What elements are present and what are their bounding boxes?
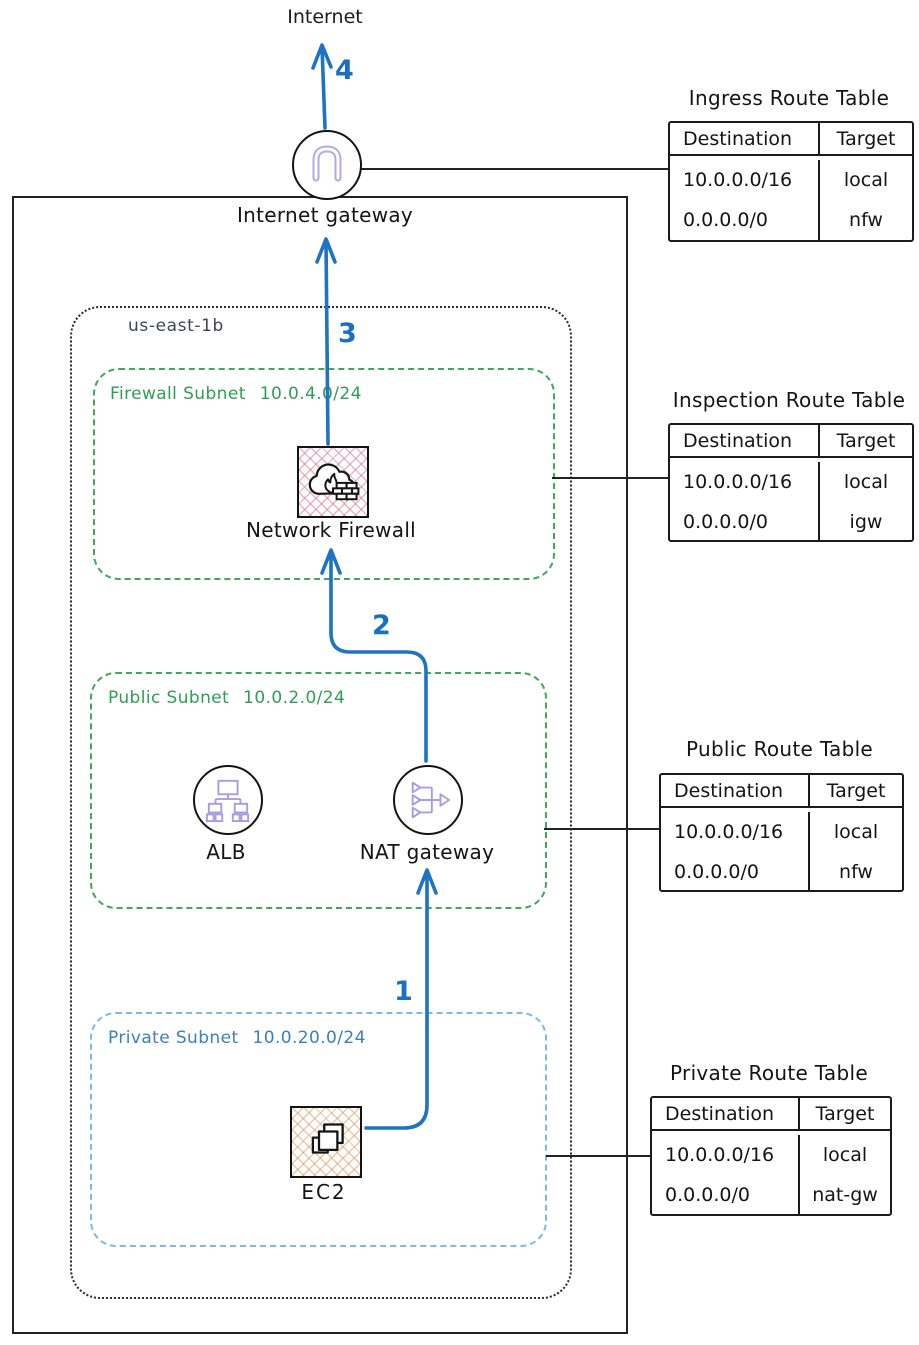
internet-gateway-label: Internet gateway — [236, 203, 414, 227]
route-destination: 0.0.0.0/0 — [670, 502, 820, 542]
table-row: 0.0.0.0/0 igw — [670, 502, 912, 542]
firewall-subnet-label: Firewall Subnet 10.0.4.0/24 — [110, 384, 362, 404]
public-subnet-name: Public Subnet — [108, 688, 230, 708]
route-target: nat-gw — [812, 1184, 878, 1206]
step-3-label: 3 — [338, 318, 357, 349]
route-target: nfw — [839, 861, 873, 883]
inspection-route-table: Destination Target 10.0.0.0/16 local 0.0… — [668, 423, 914, 542]
step-2-label: 2 — [372, 610, 391, 641]
connector-public-subnet-to-public-table — [544, 828, 659, 831]
public-subnet-cidr: 10.0.2.0/24 — [243, 688, 346, 708]
connector-igw-to-ingress-table — [360, 168, 668, 171]
header-target: Target — [820, 425, 912, 458]
route-target: igw — [849, 511, 883, 533]
table-body: 10.0.0.0/16 local 0.0.0.0/0 igw — [670, 458, 912, 542]
route-target: local — [843, 471, 889, 493]
alb-icon — [205, 779, 250, 823]
table-row: 10.0.0.0/16 local — [670, 160, 912, 200]
route-target: local — [822, 1144, 868, 1166]
header-target: Target — [810, 775, 902, 808]
table-row: 10.0.0.0/16 local — [661, 812, 902, 852]
private-subnet-cidr: 10.0.20.0/24 — [252, 1028, 366, 1048]
private-subnet-label: Private Subnet 10.0.20.0/24 — [108, 1028, 366, 1048]
nat-gateway-node — [393, 765, 463, 835]
public-route-table: Destination Target 10.0.0.0/16 local 0.0… — [659, 773, 904, 892]
ingress-route-table-title: Ingress Route Table — [688, 86, 890, 110]
table-body: 10.0.0.0/16 local 0.0.0.0/0 nfw — [661, 808, 902, 892]
route-destination: 10.0.0.0/16 — [652, 1135, 800, 1175]
alb-node — [193, 765, 263, 835]
private-route-table-title: Private Route Table — [670, 1061, 868, 1085]
public-route-table-title: Public Route Table — [685, 737, 874, 761]
network-firewall-label: Network Firewall — [245, 518, 417, 542]
inspection-route-table-title: Inspection Route Table — [672, 388, 906, 412]
internet-gateway-node — [292, 130, 362, 200]
ec2-node — [290, 1106, 362, 1178]
header-destination: Destination — [652, 1098, 800, 1131]
internet-label: Internet — [287, 6, 363, 28]
table-row: 10.0.0.0/16 local — [670, 462, 912, 502]
route-destination: 0.0.0.0/0 — [670, 200, 820, 240]
route-destination: 10.0.0.0/16 — [661, 812, 810, 852]
public-subnet-label: Public Subnet 10.0.2.0/24 — [108, 688, 345, 708]
network-firewall-icon — [308, 463, 360, 501]
flow-arrow-4-igw-to-internet — [320, 44, 327, 130]
connector-firewall-subnet-to-inspection-table — [552, 477, 668, 480]
route-target: local — [833, 821, 879, 843]
alb-label: ALB — [206, 840, 246, 864]
header-target: Target — [800, 1098, 890, 1131]
table-header-row: Destination Target — [670, 425, 912, 458]
route-destination: 10.0.0.0/16 — [670, 462, 820, 502]
availability-zone-label: us-east-1b — [128, 316, 224, 336]
step-4-label: 4 — [335, 55, 354, 86]
header-target: Target — [820, 123, 912, 156]
ec2-label: EC2 — [301, 1180, 347, 1204]
table-row: 10.0.0.0/16 local — [652, 1135, 890, 1175]
public-subnet-boundary — [90, 672, 547, 909]
route-target: local — [843, 169, 889, 191]
firewall-subnet-boundary — [93, 368, 555, 580]
table-body: 10.0.0.0/16 local 0.0.0.0/0 nfw — [670, 156, 912, 240]
private-route-table: Destination Target 10.0.0.0/16 local 0.0… — [650, 1096, 892, 1216]
connector-private-subnet-to-private-table — [546, 1155, 650, 1158]
route-destination: 0.0.0.0/0 — [661, 852, 810, 892]
nat-gateway-label: NAT gateway — [359, 840, 495, 864]
table-row: 0.0.0.0/0 nfw — [670, 200, 912, 240]
table-header-row: Destination Target — [652, 1098, 890, 1131]
table-row: 0.0.0.0/0 nfw — [661, 852, 902, 892]
firewall-subnet-name: Firewall Subnet — [110, 384, 246, 404]
availability-zone-boundary — [70, 306, 572, 1299]
header-destination: Destination — [661, 775, 810, 808]
route-destination: 10.0.0.0/16 — [670, 160, 820, 200]
internet-gateway-icon — [312, 145, 342, 182]
table-row: 0.0.0.0/0 nat-gw — [652, 1175, 890, 1215]
table-body: 10.0.0.0/16 local 0.0.0.0/0 nat-gw — [652, 1131, 890, 1215]
private-subnet-boundary — [90, 1012, 547, 1247]
header-destination: Destination — [670, 425, 820, 458]
network-firewall-node — [297, 446, 369, 518]
ingress-route-table: Destination Target 10.0.0.0/16 local 0.0… — [668, 121, 914, 242]
table-header-row: Destination Target — [661, 775, 902, 808]
ec2-icon — [311, 1123, 344, 1154]
route-destination: 0.0.0.0/0 — [652, 1175, 800, 1215]
header-destination: Destination — [670, 123, 820, 156]
private-subnet-name: Private Subnet — [108, 1028, 239, 1048]
flow-arrow-4-head — [311, 43, 333, 70]
table-header-row: Destination Target — [670, 123, 912, 156]
step-1-label: 1 — [394, 976, 413, 1007]
nat-gateway-icon — [411, 781, 451, 819]
route-target: nfw — [849, 209, 883, 231]
firewall-subnet-cidr: 10.0.4.0/24 — [259, 384, 362, 404]
